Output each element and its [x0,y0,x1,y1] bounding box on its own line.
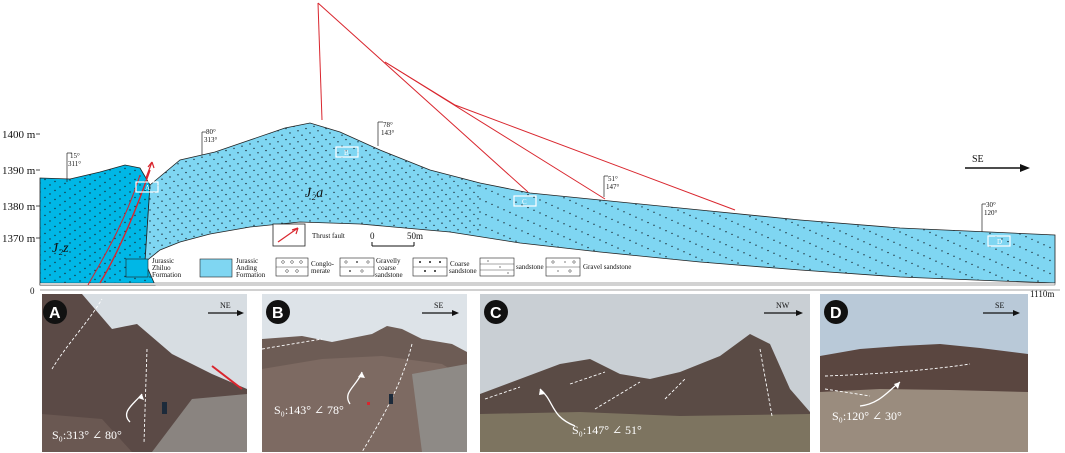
elevation-label-1370: 1370 m [2,233,36,245]
svg-text:Thrust fault: Thrust fault [312,232,345,240]
legend-thrust-fault: Thrust fault [272,223,345,247]
location-box-d: D [987,235,1011,247]
attitude-4: 51° 147° [603,175,620,197]
svg-text:50m: 50m [407,231,423,241]
distance-start-label: 0 [30,286,35,296]
svg-text:A: A [145,184,150,192]
photo-b-direction: SE [434,301,443,310]
svg-text:Zhiluo: Zhiluo [152,264,171,272]
leader-lines [317,2,736,211]
photo-c: C NW S₀:147° ∠ 51° [480,294,810,452]
photo-c-direction: NW [776,301,790,310]
attitude-3: 78° 143° [377,121,395,146]
photo-a-letter: A [49,305,61,322]
svg-text:Jurassic: Jurassic [236,257,258,265]
photo-a: A NE S₀:313° ∠ 80° [42,294,247,452]
fault-arrow-upper [145,161,155,179]
attitude-5: 30° 120° [981,201,998,232]
svg-text:coarse: coarse [378,264,396,272]
photo-c-letter: C [490,305,502,322]
svg-text:sandstone: sandstone [516,263,544,271]
distance-end-label: 1110m [1030,289,1054,299]
svg-text:Anding: Anding [236,264,258,272]
svg-text:D: D [997,238,1002,246]
elevation-label-1380: 1380 m [2,201,36,213]
photo-b: B SE S₀:143° ∠ 78° [262,294,467,452]
svg-text:B: B [344,149,349,157]
legend-sandstone: sandstone [479,257,544,277]
svg-text:Coarse: Coarse [450,260,469,268]
svg-text:147°: 147° [606,183,620,191]
svg-text:Formation: Formation [152,271,182,279]
location-box-b: B [335,146,359,158]
svg-text:313°: 313° [204,136,218,144]
svg-text:30°: 30° [986,201,996,209]
legend-gravel-sandstone: Gravel sandstone [545,257,631,277]
svg-text:Jurassic: Jurassic [152,257,174,265]
photo-a-attitude: S₀:313° ∠ 80° [52,428,122,442]
zhiluo-unit-label: J₂z [52,241,69,256]
svg-text:Conglo-: Conglo- [311,260,335,268]
svg-text:merate: merate [311,267,330,275]
section-direction-label: SE [972,154,984,165]
svg-text:120°: 120° [984,209,998,217]
svg-text:C: C [522,198,527,206]
thrust-fault-trace-2 [87,174,141,286]
photo-d: D SE S₀:120° ∠ 30° [820,294,1028,452]
svg-text:0: 0 [370,231,375,241]
legend-anding: Jurassic Anding Formation [199,257,266,279]
photo-d-letter: D [830,305,842,322]
legend-gravelly-coarse-sandstone: Gravelly coarse sandstone [339,257,403,279]
svg-text:143°: 143° [381,129,395,137]
photo-b-attitude: S₀:143° ∠ 78° [274,403,344,417]
svg-text:78°: 78° [383,121,393,129]
photo-d-direction: SE [995,301,1004,310]
cross-section: 1400 m 1390 m 1380 m 1370 m 0 1110m J₂z … [2,2,1060,299]
scale-bar: 0 50m [370,231,423,247]
elevation-axis [36,133,40,239]
photo-b-letter: B [272,305,284,322]
photo-a-direction: NE [220,301,231,310]
svg-text:Formation: Formation [236,271,266,279]
legend-conglomerate: Conglo- merate [275,257,335,277]
svg-text:80°: 80° [206,128,216,136]
attitude-2: 80° 313° [201,128,218,155]
anding-unit-label: J₂a [305,186,323,201]
svg-text:Gravelly: Gravelly [376,257,401,265]
legend-coarse-sandstone: Coarse sandstone [412,257,477,277]
elevation-label-1400: 1400 m [2,129,36,141]
svg-text:311°: 311° [68,160,81,168]
location-box-c: C [513,195,537,207]
anding-formation-area [144,122,1056,284]
photo-d-attitude: S₀:120° ∠ 30° [832,409,902,423]
photo-c-attitude: S₀:147° ∠ 51° [572,423,642,437]
svg-text:Gravel sandstone: Gravel sandstone [583,263,631,271]
attitude-1: 15° 311° [66,152,81,182]
svg-text:sandstone: sandstone [375,271,403,279]
svg-text:sandstone: sandstone [449,267,477,275]
elevation-label-1390: 1390 m [2,165,36,177]
legend-zhiluo: Jurassic Zhiluo Formation [125,257,182,279]
svg-text:51°: 51° [608,175,618,183]
svg-text:15°: 15° [70,152,80,160]
section-direction-arrow [965,164,1030,172]
location-box-a: A [135,181,159,193]
